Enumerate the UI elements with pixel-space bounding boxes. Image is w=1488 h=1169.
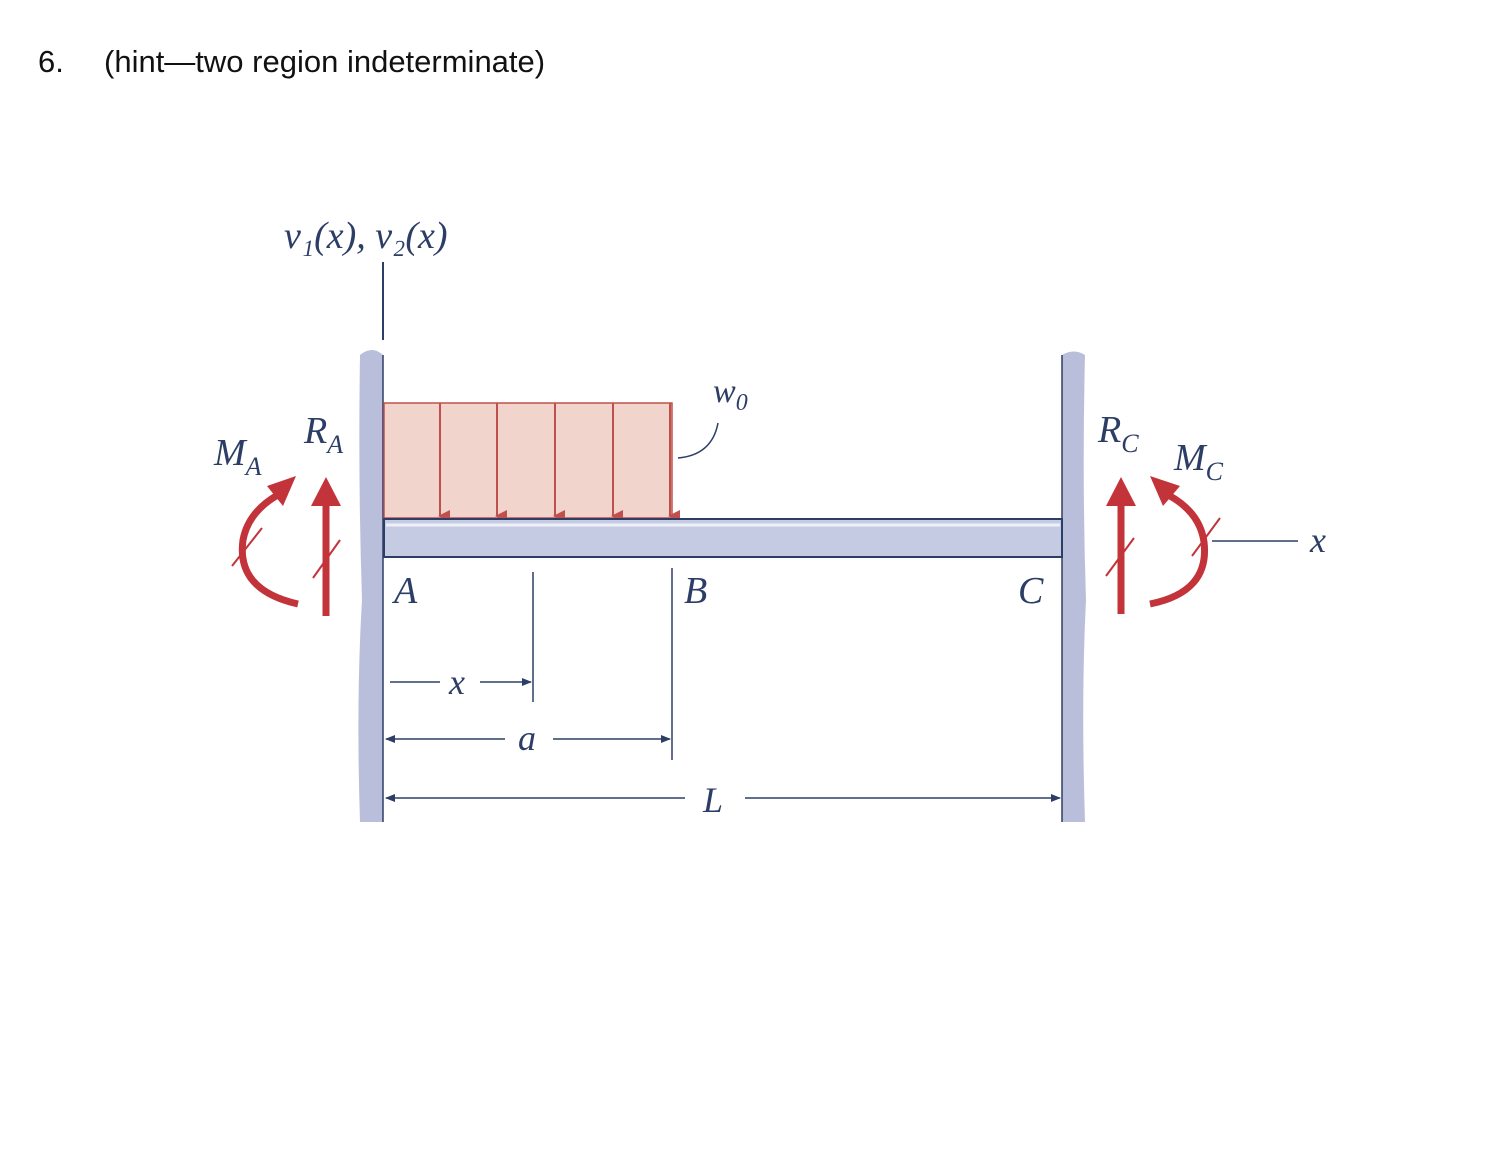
dim-L-label: L	[702, 780, 723, 820]
distributed-load	[383, 402, 673, 519]
reaction-moment-MC	[1149, 476, 1221, 608]
load-label: w0	[713, 373, 748, 416]
load-leader	[677, 422, 719, 459]
label-RA: RA	[303, 410, 343, 459]
problem-number: 6.	[38, 44, 64, 79]
label-point-A: A	[391, 570, 418, 612]
label-MA: MA	[213, 432, 262, 481]
deflection-label: v₁(x), v₂(x)	[284, 215, 448, 257]
dim-x-label: x	[448, 662, 465, 702]
reaction-force-RA	[311, 477, 341, 616]
left-wall	[358, 350, 383, 822]
reaction-force-RC	[1105, 477, 1136, 614]
load-arrows	[438, 403, 680, 522]
label-point-C: C	[1018, 570, 1044, 612]
label-point-B: B	[684, 570, 707, 612]
dim-a-label: a	[518, 718, 536, 758]
axis-x-label: x	[1309, 520, 1326, 560]
label-RC: RC	[1097, 409, 1139, 458]
right-wall	[1062, 351, 1086, 822]
reaction-moment-MA	[231, 476, 299, 608]
problem-hint: (hint—two region indeterminate)	[104, 44, 546, 79]
label-MC: MC	[1173, 437, 1224, 486]
